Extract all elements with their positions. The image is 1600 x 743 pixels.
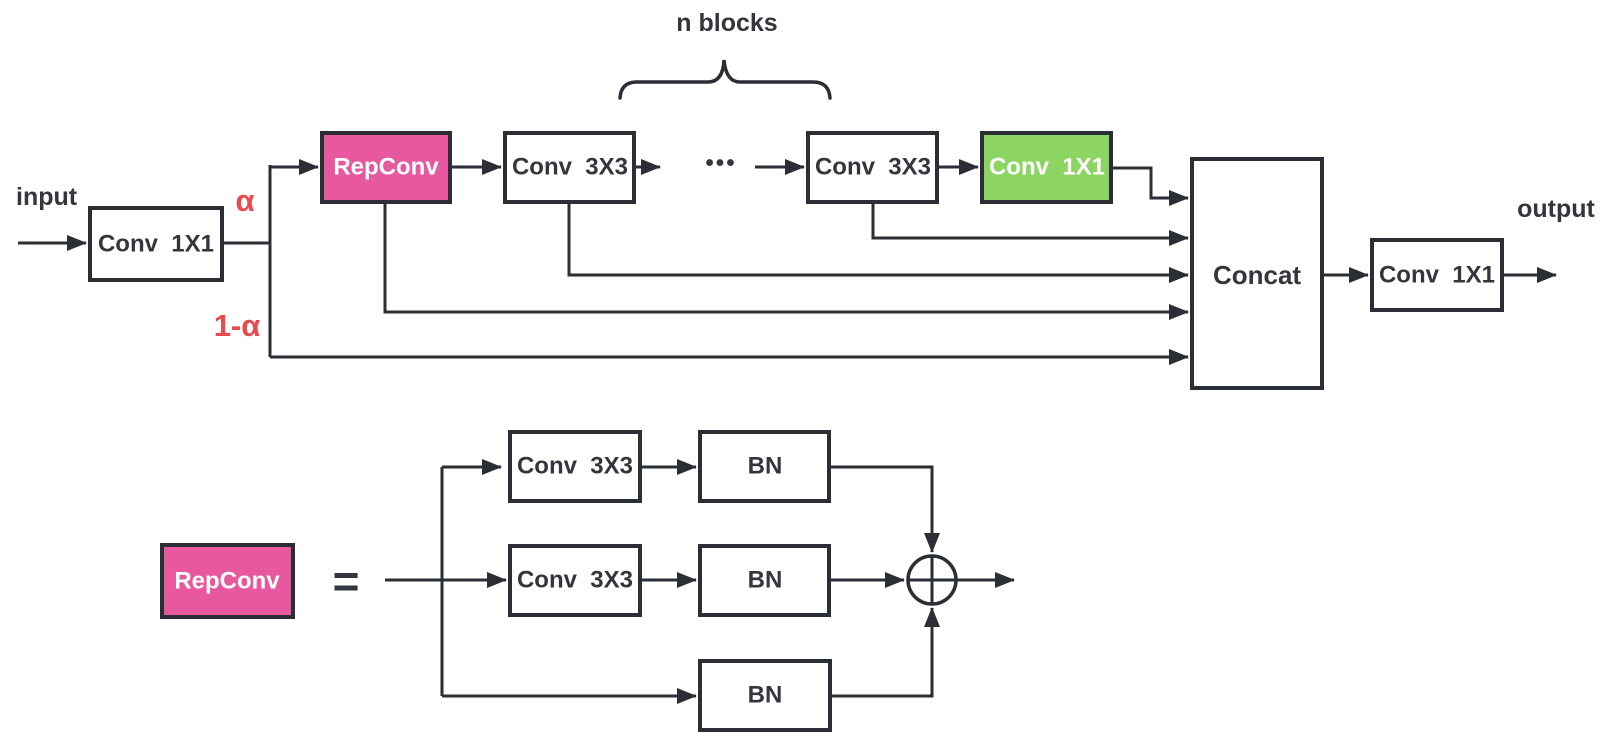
n-blocks-label: n blocks [676,9,777,37]
conv3x3-branch-top-label: Conv 3X3 [517,453,633,480]
wire-conv3x3first-to-concat [567,202,1189,283]
bn-branch-top-box [698,430,831,503]
conv3x3-first-box [503,131,636,204]
output-label: output [1517,195,1595,223]
conv3x3-last-label: Conv 3X3 [815,154,931,181]
bn-branch-mid-label: BN [748,567,783,594]
ellipsis: ••• [705,150,736,177]
repconv-label: RepConv [333,154,439,181]
repconv-legend-box [160,543,295,619]
conv3x3-branch-mid-box [508,544,642,617]
conv3x3-branch-top-box [508,430,642,503]
conv3x3-first-label: Conv 3X3 [512,154,628,181]
bn-branch-top-label: BN [748,453,783,480]
wire-bn-bottom-to-sum [830,607,940,698]
alpha-label: α [235,183,254,218]
concat-label: Concat [1213,260,1301,290]
conv3x3-branch-mid-label: Conv 3X3 [517,567,633,594]
one-minus-alpha-label: 1-α [214,308,261,343]
input-label: input [16,183,78,211]
repconv-legend-label: RepConv [174,568,280,595]
bn-branch-bottom-label: BN [748,682,783,709]
concat-box [1190,157,1324,390]
wire-conv3x3last-to-concat [871,202,1189,246]
conv1x1-input-label: Conv 1X1 [98,231,214,258]
wire-repconv-to-concat [383,202,1189,320]
wire-bn-top-to-sum [829,465,940,553]
sum-plus-circle-icon [906,554,958,606]
conv1x1-green-label: Conv 1X1 [989,154,1105,181]
conv1x1-output-label: Conv 1X1 [1379,262,1495,289]
n-blocks-brace [618,59,832,100]
wire-green-to-concat [1111,166,1189,206]
equals-sign: = [333,555,360,607]
conv1x1-output-box [1370,238,1504,312]
